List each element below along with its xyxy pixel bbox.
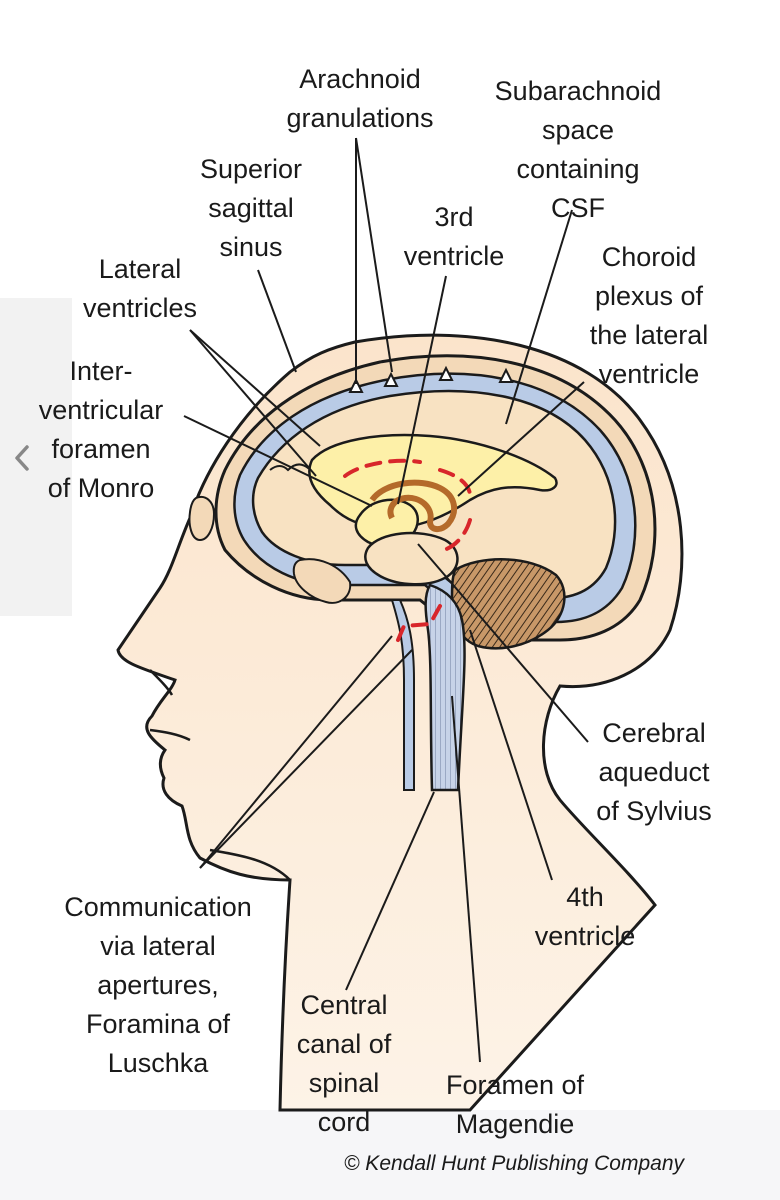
label-superior-sagittal-sinus: Superior sagittal sinus	[199, 154, 303, 262]
csf-flow-arrows	[343, 458, 473, 642]
orbit-bone	[188, 496, 216, 542]
arachnoid-tufts	[348, 365, 514, 393]
label-lateral-apertures: Communication via lateral apertures, For…	[64, 892, 252, 1078]
vertebral-canal	[390, 599, 415, 791]
bottom-band	[0, 1110, 780, 1200]
choroid-plexus-shape	[369, 479, 458, 532]
previous-image-button[interactable]	[8, 438, 36, 478]
label-foramen-magendie: Foramen of Magendie	[445, 1070, 585, 1139]
copyright-notice: © Kendall Hunt Publishing Company	[344, 1152, 684, 1175]
brainstem	[424, 583, 466, 792]
label-subarachnoid-space: Subarachnoid space containing CSF	[494, 76, 662, 223]
skull-base	[292, 558, 352, 604]
label-cerebral-aqueduct: Cerebral aqueduct of Sylvius	[596, 718, 712, 826]
jaw-line	[209, 848, 291, 881]
lip-line	[149, 728, 191, 742]
label-choroid-plexus: Choroid plexus of the lateral ventricle	[589, 242, 709, 389]
label-lateral-ventricles: Lateral ventricles	[82, 254, 198, 323]
label-arachnoid-granulations: Arachnoid granulations	[286, 64, 434, 133]
label-interventricular-foramen: Inter- ventricular foramen of Monro	[38, 356, 164, 503]
label-3rd-ventricle: 3rd ventricle	[403, 202, 505, 271]
leader-lines	[183, 137, 589, 1063]
label-4th-ventricle: 4th ventricle	[534, 882, 636, 951]
label-central-canal: Central canal of spinal cord	[296, 990, 392, 1137]
diencephalon	[364, 531, 459, 586]
nose-line	[149, 669, 174, 696]
gallery-side-panel	[0, 298, 72, 616]
chevron-left-icon	[15, 445, 29, 471]
